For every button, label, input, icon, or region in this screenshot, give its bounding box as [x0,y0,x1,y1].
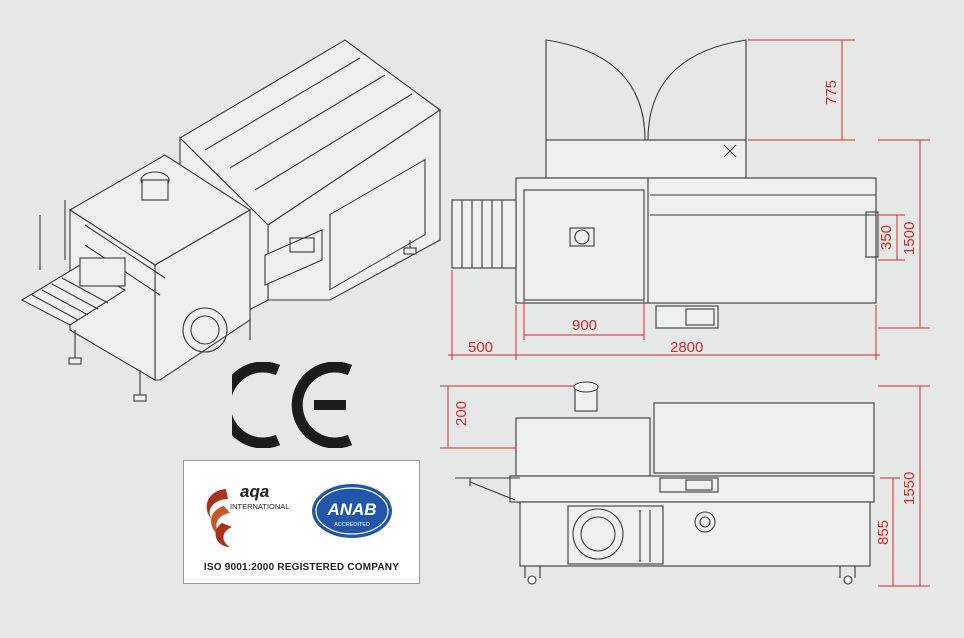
top-view-body [515,177,879,329]
isometric-legs [68,240,417,402]
aqa-swirl-icon [206,489,232,547]
dim-855: 855 [875,520,892,545]
top-view-dimension-lines [448,39,930,360]
dim-500: 500 [468,339,493,356]
isometric-infeed-conveyor [20,200,127,326]
dim-2800: 2800 [670,339,703,356]
iso-caption: ISO 9001:2000 REGISTERED COMPANY [203,562,400,573]
dim-1550: 1550 [901,472,918,505]
aqa-brand-text: aqa [240,482,269,501]
aqa-subtitle-text: INTERNATIONAL [230,502,289,511]
side-view-legs [524,566,856,585]
isometric-sealing-section [68,154,323,381]
anab-logo: ANAB ACCREDITED [312,484,392,538]
dim-1500: 1500 [901,222,918,255]
dim-350: 350 [878,225,895,250]
dim-200: 200 [453,401,470,426]
side-view-body [509,381,875,567]
anab-brand-text: ANAB [326,500,376,519]
top-view-canopy [545,39,747,179]
side-view-infeed [455,477,520,501]
side-view-dimension-lines [440,385,930,587]
dim-900: 900 [572,317,597,334]
ce-mark-logo [219,361,362,449]
certification-box: aqa INTERNATIONAL ANAB ACCREDITED ISO 90… [183,460,420,584]
cert-logos: aqa INTERNATIONAL ANAB ACCREDITED [206,482,392,547]
ce-mark-icon [219,361,353,449]
anab-subtitle-text: ACCREDITED [334,522,370,528]
top-view-infeed [451,199,517,269]
dim-775: 775 [823,80,840,105]
